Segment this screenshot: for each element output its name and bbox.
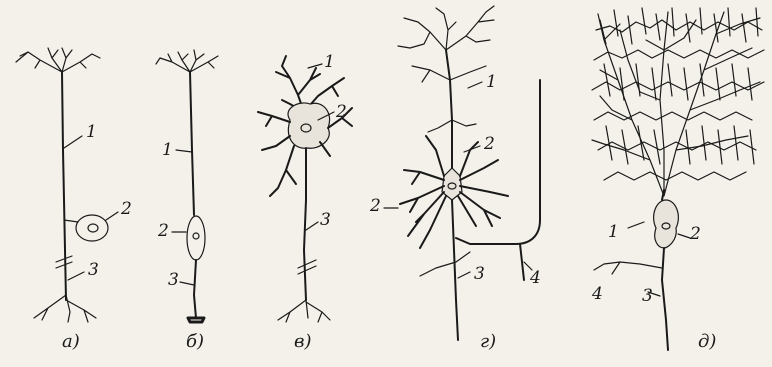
neuron-g-label-1: 1 [486,74,497,91]
neuron-d-caption: д) [698,333,716,351]
neuron-d-label-1: 1 [608,224,619,241]
neuron-b-caption: б) [186,333,204,351]
neuron-b [156,50,218,322]
neuron-d-label-3: 3 [642,288,653,305]
neuron-b-label-2: 2 [158,223,169,240]
neuron-a-caption: а) [62,333,80,351]
neuron-b-label-1: 1 [162,142,173,159]
neuron-v-label-2: 2 [336,104,347,121]
neuron-g-label-2-lower: 2 [370,198,381,215]
neuron-v-caption: в) [294,333,312,351]
neuron-v-label-1: 1 [324,54,335,71]
neuron-a [16,48,118,322]
neuron-g-caption: г) [480,333,496,351]
neuron-d [592,8,764,350]
neuron-v [258,56,352,322]
neuron-g-label-2-upper: 2 [484,136,495,153]
neuron-v-label-3: 3 [320,212,331,229]
neuron-b-label-3: 3 [168,272,179,289]
neuron-a-label-2: 2 [121,201,132,218]
neuron-d-label-4: 4 [592,286,603,303]
neuron-a-label-1: 1 [86,124,97,141]
neuron-g-label-4: 4 [530,270,541,287]
neuron-g-label-3: 3 [474,266,485,283]
neuron-d-label-2: 2 [690,226,701,243]
neuron-g [384,6,540,340]
neuron-a-label-3: 3 [88,262,99,279]
